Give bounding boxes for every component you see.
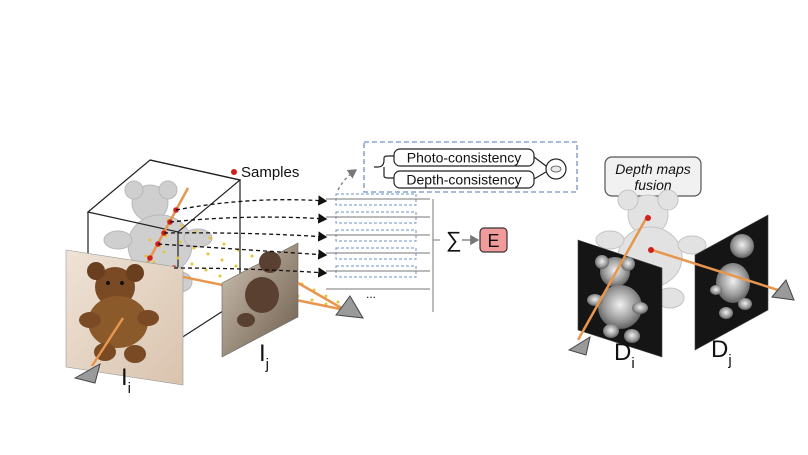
samples-legend-dot [231,169,237,175]
cube-top-face [86,159,242,233]
depth-consistency-box [393,170,535,189]
photo-consistency-label: Photo-consistency [407,150,521,166]
energy-label: E [487,231,499,251]
fusion-title-line2: fusion [634,177,672,193]
fusion-callout: Depth maps fusion [604,156,702,197]
label-depth-i: Di [614,339,635,372]
image-plane-j [221,242,346,358]
camera-rays-right [576,214,779,341]
fused-sample-1 [645,215,651,221]
consistency-detail-box: Photo-consistency Depth-consistency [363,141,578,193]
sum-symbol: ∑ [446,227,462,252]
camera-dj-icon [771,279,795,301]
depth-consistency-label: Depth-consistency [406,172,521,188]
fused-sample-2 [648,247,654,253]
stack-ellipsis: ... [366,287,376,301]
image-plane-i [65,249,184,386]
energy-box [479,227,508,253]
camera-di-icon [567,335,591,356]
samples-legend-label: Samples [241,164,299,181]
camera-i-icon [73,362,101,384]
label-image-j: Ij [259,340,269,373]
camera-j-icon [335,295,364,319]
label-depth-j: Dj [711,336,732,369]
depth-map-i [577,239,663,358]
ray-depth-j [651,248,779,292]
detail-arrow [337,169,358,191]
patch-stack: ... [326,193,434,312]
teddy-photo-j [237,251,281,327]
label-image-i: Ii [121,364,131,397]
fusion-title-line1: Depth maps [615,161,690,177]
teddy-photo-i [79,262,159,363]
sample-arrows [157,195,328,278]
ray-depth-i [576,214,650,341]
